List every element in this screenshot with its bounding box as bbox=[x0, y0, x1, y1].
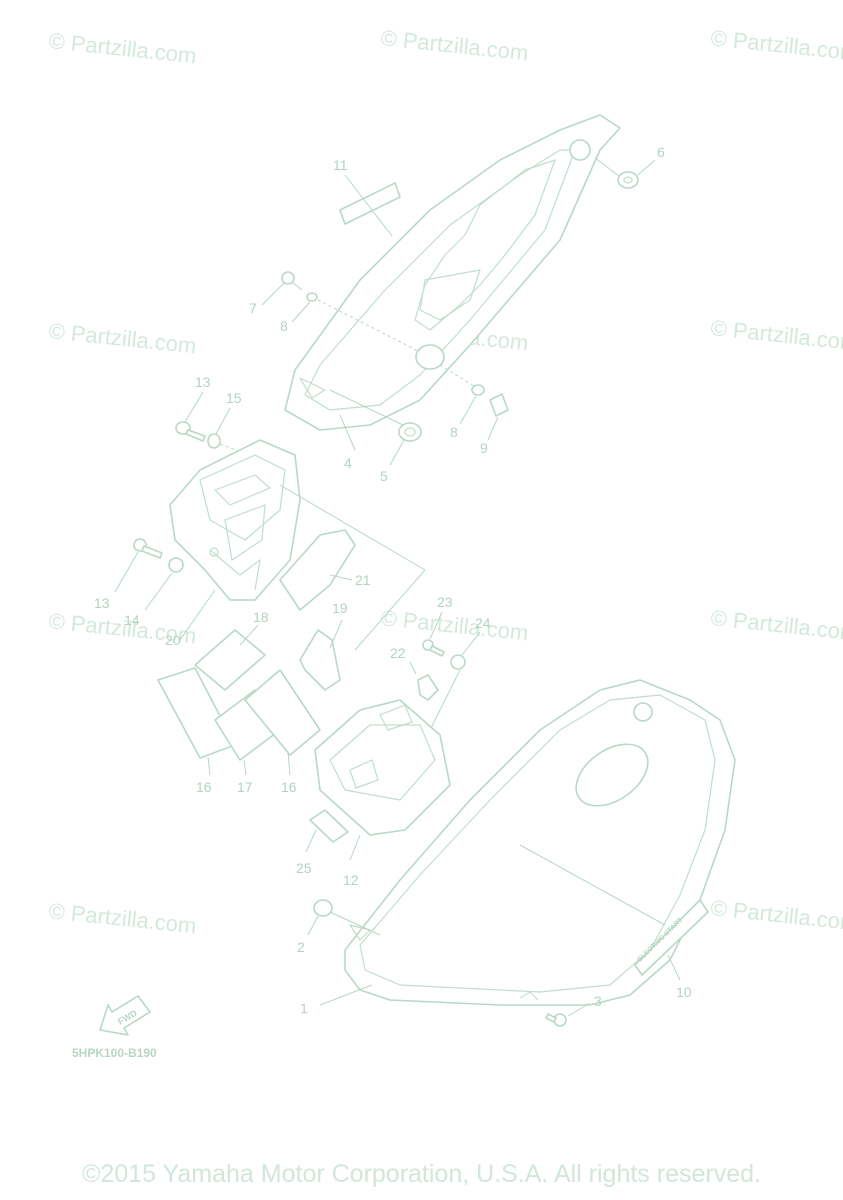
part-11-decal bbox=[339, 174, 401, 237]
callout-24: 24 bbox=[475, 615, 491, 631]
fwd-arrow-icon: FWD bbox=[99, 995, 151, 1036]
callout-2: 2 bbox=[297, 939, 305, 955]
callout-13a: 13 bbox=[195, 374, 211, 390]
watermark: © Partzilla.com bbox=[709, 605, 843, 645]
callout-21: 21 bbox=[355, 572, 371, 588]
watermark: © Partzilla.com bbox=[709, 895, 843, 935]
part-4-upper-cover bbox=[284, 114, 621, 431]
callout-19: 19 bbox=[332, 600, 348, 616]
part-3-bolt bbox=[519, 991, 591, 1027]
part-22-clip bbox=[409, 661, 439, 701]
callout-9: 9 bbox=[480, 440, 488, 456]
callout-15: 15 bbox=[226, 390, 242, 406]
callouts: 1 2 3 4 5 6 7 8 8 9 10 11 12 13 13 14 15… bbox=[94, 144, 692, 1016]
part-14-collar bbox=[144, 557, 216, 641]
part-21-pad bbox=[279, 529, 426, 651]
callout-7: 7 bbox=[249, 300, 257, 316]
copyright: ©2015 Yamaha Motor Corporation, U.S.A. A… bbox=[82, 1160, 761, 1188]
part-2-grommet bbox=[307, 899, 381, 936]
part-16-pad-right bbox=[244, 669, 321, 776]
callout-5: 5 bbox=[380, 468, 388, 484]
part-13-bolt-lower bbox=[114, 538, 163, 593]
part-9-nut bbox=[487, 393, 509, 441]
callout-4: 4 bbox=[344, 455, 352, 471]
part-6-grommet bbox=[594, 157, 656, 189]
callout-14: 14 bbox=[124, 612, 140, 628]
watermark: © Partzilla.com bbox=[379, 605, 529, 645]
part-18-pad bbox=[194, 624, 266, 691]
watermark: © Partzilla.com bbox=[379, 25, 529, 65]
watermark: © Partzilla.com bbox=[47, 898, 197, 938]
callout-10: 10 bbox=[676, 984, 692, 1000]
callout-3: 3 bbox=[594, 993, 602, 1009]
callout-22: 22 bbox=[390, 645, 406, 661]
callout-13b: 13 bbox=[94, 595, 110, 611]
leader-4 bbox=[339, 414, 356, 451]
callout-1: 1 bbox=[300, 1000, 308, 1016]
part-1-side-cover bbox=[319, 679, 736, 1006]
part-19-bracket bbox=[299, 619, 343, 691]
callout-8b: 8 bbox=[450, 424, 458, 440]
watermark: © Partzilla.com bbox=[47, 318, 197, 358]
part-8-washer-upper bbox=[291, 292, 421, 353]
watermark: © Partzilla.com bbox=[47, 28, 197, 68]
callout-17: 17 bbox=[237, 779, 253, 795]
callout-16a: 16 bbox=[196, 779, 212, 795]
callout-25: 25 bbox=[296, 860, 312, 876]
callout-8a: 8 bbox=[280, 318, 288, 334]
watermark: © Partzilla.com bbox=[709, 315, 843, 355]
part-23-screw bbox=[422, 611, 445, 657]
part-7-screw bbox=[261, 271, 303, 306]
callout-23: 23 bbox=[437, 594, 453, 610]
diagram-code: 5HPK100-B190 bbox=[72, 1046, 157, 1060]
callout-11: 11 bbox=[333, 157, 348, 173]
watermark: © Partzilla.com bbox=[709, 25, 843, 65]
part-battery-box bbox=[169, 439, 426, 601]
callout-16b: 16 bbox=[281, 779, 297, 795]
part-5-grommet bbox=[329, 389, 422, 466]
part-13-bolt-upper bbox=[175, 391, 206, 442]
callout-12: 12 bbox=[343, 872, 359, 888]
callout-18: 18 bbox=[253, 609, 269, 625]
part-25-pad bbox=[305, 809, 349, 853]
callout-20: 20 bbox=[165, 632, 181, 648]
part-12-relay-box bbox=[314, 699, 451, 861]
callout-6: 6 bbox=[657, 144, 665, 160]
part-8-washer-lower bbox=[439, 364, 485, 425]
